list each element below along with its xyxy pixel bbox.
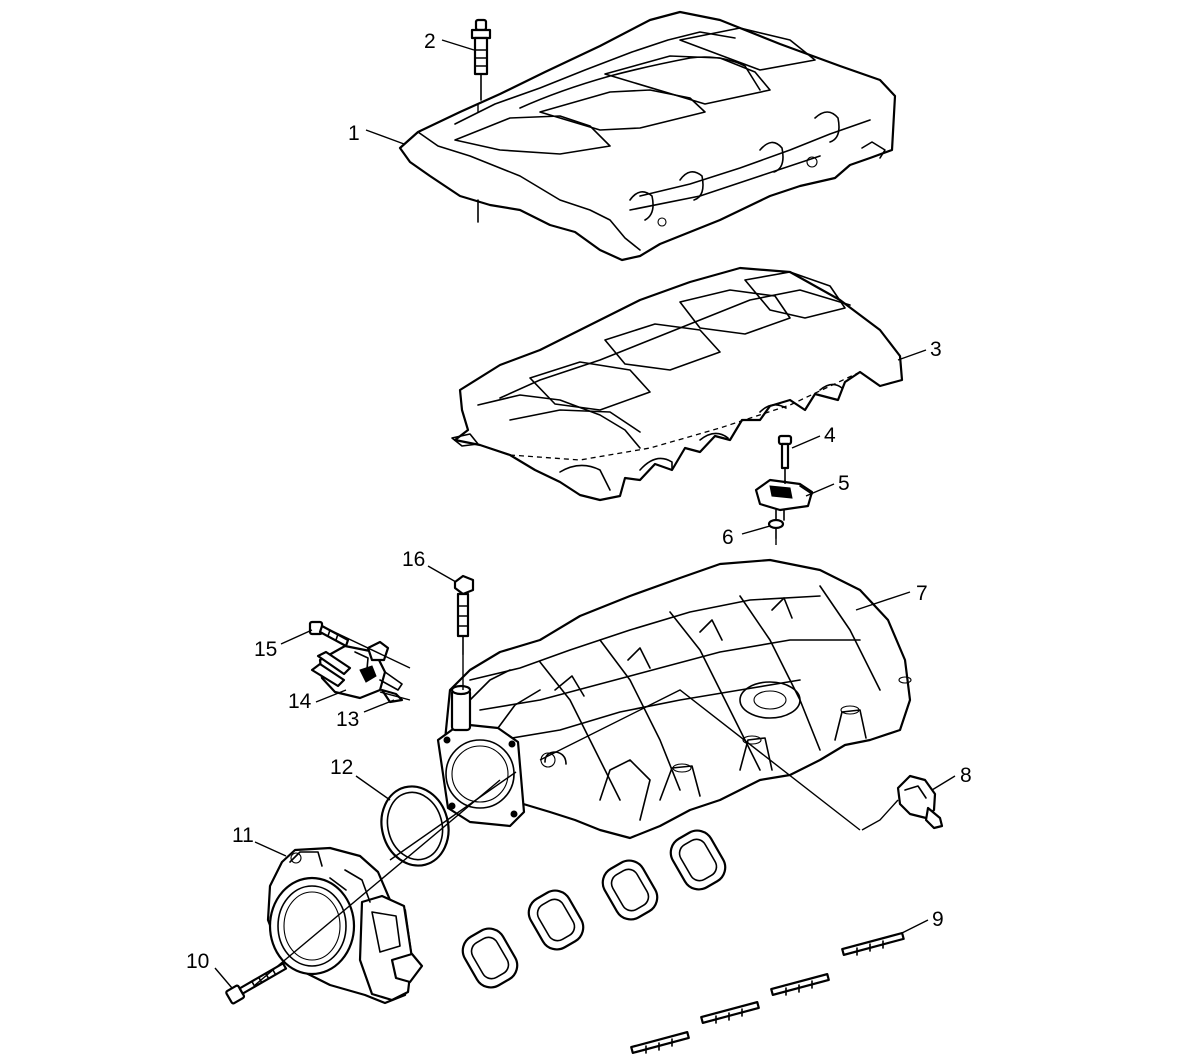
callout-16: 16: [402, 548, 425, 571]
purge-valve-assembly: [310, 640, 403, 700]
callout-14: 14: [288, 690, 312, 713]
gasket-2: [527, 889, 585, 951]
stud-upper-4: [630, 1030, 690, 1054]
cover-bolt: [470, 18, 492, 101]
callout-leaders: [214, 39, 956, 989]
sensor-seal: [767, 518, 785, 539]
stud-upper-2: [770, 972, 830, 996]
stud-upper-1: [841, 931, 905, 956]
stud-upper-3: [700, 1000, 760, 1024]
callout-3: 3: [930, 338, 942, 361]
callout-12: 12: [330, 756, 353, 779]
pressure-sensor: [861, 774, 944, 831]
throttle-body-bolt: [225, 962, 288, 1005]
callout-7: 7: [916, 582, 928, 605]
manifold-long-bolt: [453, 574, 475, 655]
callout-4: 4: [824, 424, 836, 447]
gasket-3: [601, 859, 659, 921]
callout-13: 13: [336, 708, 359, 731]
intake-manifold: [436, 558, 912, 840]
callout-1: 1: [348, 122, 360, 145]
throttle-body-gasket: [380, 785, 450, 867]
callout-8: 8: [960, 764, 972, 787]
gasket-4: [669, 829, 727, 891]
upper-engine-cover: [398, 10, 897, 262]
callout-5: 5: [838, 472, 850, 495]
intake-manifold-cover: [451, 266, 904, 502]
assembly-lines: [254, 104, 861, 986]
callout-15: 15: [254, 638, 277, 661]
purge-valve-clip: [380, 688, 404, 704]
callout-6: 6: [722, 526, 734, 549]
callout-9: 9: [932, 908, 944, 931]
throttle-body: [266, 846, 424, 1005]
callout-11: 11: [232, 824, 254, 847]
callout-labels: 1 2 3 4 5 6 7 8 9 10 11 12 13 14 15 16: [186, 30, 972, 973]
sensor-bolt: [777, 434, 793, 483]
gasket-1: [461, 927, 519, 989]
manifold-studs: [630, 931, 905, 1054]
purge-valve-bolt: [308, 620, 350, 648]
intake-gaskets: [461, 829, 727, 989]
callout-10: 10: [186, 950, 209, 973]
map-sensor: [754, 478, 814, 521]
callout-2: 2: [424, 30, 436, 53]
